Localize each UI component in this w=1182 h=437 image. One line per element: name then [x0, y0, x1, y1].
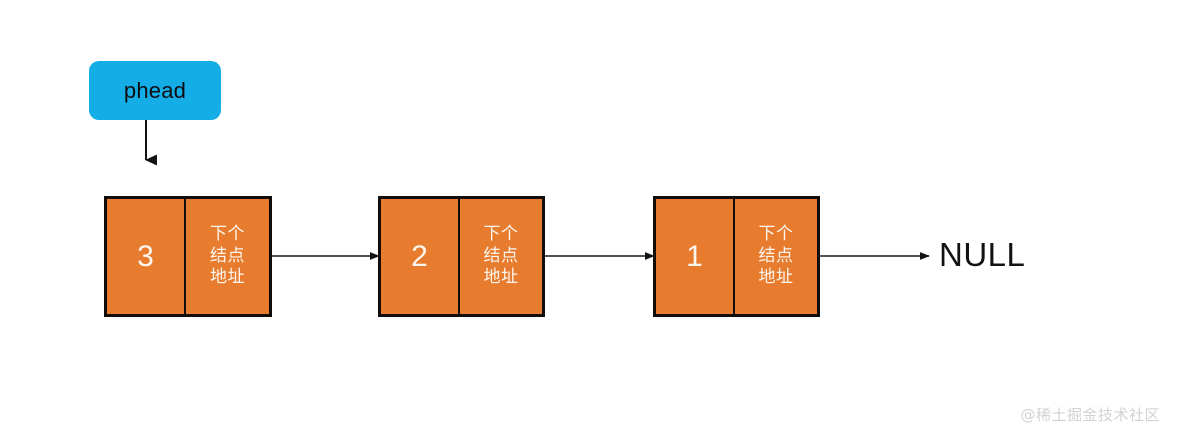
node-next-cell: 下个 结点 地址	[186, 199, 269, 314]
node-value-text: 2	[411, 239, 428, 273]
node-next-label: 下个 结点 地址	[483, 223, 519, 288]
node-next-label: 下个 结点 地址	[210, 223, 245, 288]
node-next-label: 下个 结点 地址	[758, 223, 794, 288]
node-value-cell: 2	[381, 199, 460, 314]
watermark: @稀土掘金技术社区	[1020, 406, 1160, 424]
node-value-cell: 1	[656, 199, 735, 314]
list-node: 2 下个 结点 地址	[378, 196, 545, 317]
list-node: 3 下个 结点 地址	[104, 196, 272, 317]
node-value-text: 1	[686, 239, 703, 273]
node-next-cell: 下个 结点 地址	[735, 199, 817, 314]
list-node: 1 下个 结点 地址	[653, 196, 820, 317]
node-value-text: 3	[137, 239, 154, 273]
node-value-cell: 3	[107, 199, 186, 314]
phead-pointer-box: phead	[89, 61, 221, 120]
phead-label: phead	[123, 77, 187, 103]
null-terminator-label: NULL	[939, 236, 1026, 273]
node-next-cell: 下个 结点 地址	[460, 199, 542, 314]
